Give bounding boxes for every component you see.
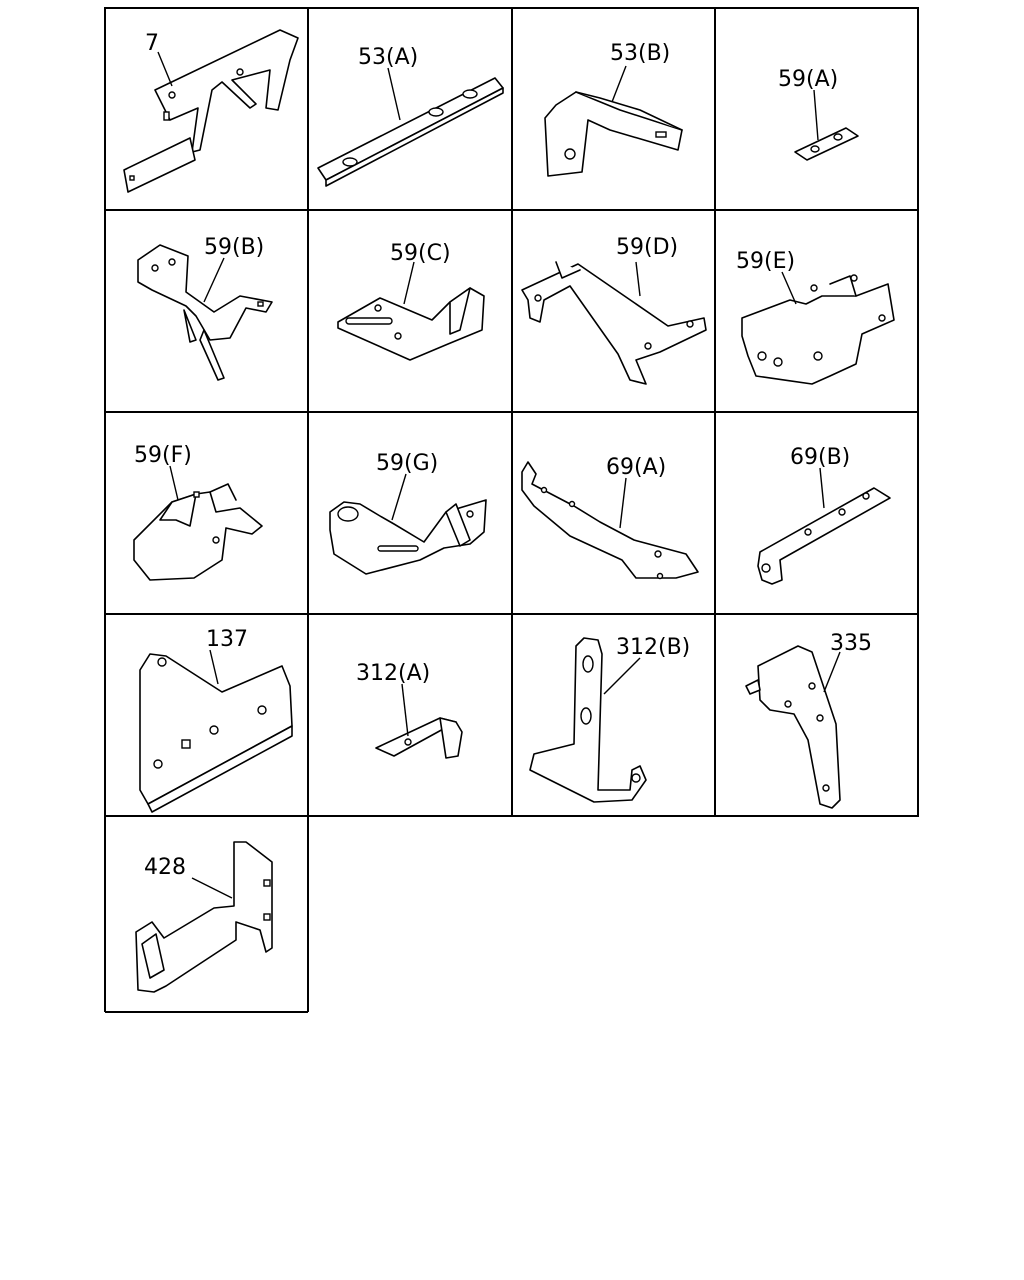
part-label: 53(B) [610, 41, 670, 66]
part-cell-59e: 59(E) [736, 249, 895, 385]
part-cell-7: 7 [123, 29, 299, 193]
part-label: 59(A) [778, 67, 838, 92]
grid-lines [104, 7, 919, 1013]
part-cell-335: 335 [745, 631, 872, 809]
part-cell-312a: 312(A) [356, 661, 463, 759]
part-cell-53b: 53(B) [544, 41, 683, 177]
bent-bracket-icon [544, 91, 683, 177]
part-label: 335 [830, 631, 872, 656]
part-label: 69(B) [790, 445, 850, 470]
part-cell-312b: 312(B) [529, 635, 690, 803]
part-label: 59(G) [376, 451, 438, 476]
bracket-59e-icon [741, 274, 895, 385]
part-cell-59a: 59(A) [778, 67, 859, 161]
part-label: 59(D) [616, 235, 678, 260]
part-label: 59(F) [134, 443, 192, 468]
slotted-bracket-icon [337, 287, 485, 361]
l-bracket-icon [375, 717, 463, 759]
bracket-7-icon [123, 29, 299, 193]
part-cell-428: 428 [135, 841, 273, 993]
part-cell-59b: 59(B) [137, 235, 273, 381]
clamp-bracket-icon [745, 645, 841, 809]
part-label: 59(C) [390, 241, 451, 266]
part-cell-59f: 59(F) [133, 443, 263, 581]
bracket-59b-icon [137, 244, 273, 381]
part-label: 53(A) [358, 45, 418, 70]
part-label: 59(E) [736, 249, 795, 274]
part-label: 59(B) [204, 235, 264, 260]
small-plate-icon [794, 127, 859, 161]
part-label: 428 [144, 855, 186, 880]
angled-bracket-icon [757, 487, 891, 585]
part-label: 312(B) [616, 635, 690, 660]
part-label: 137 [206, 627, 248, 652]
part-cell-53a: 53(A) [317, 45, 504, 187]
bracket-59f-icon [133, 483, 263, 581]
part-cell-59c: 59(C) [337, 241, 485, 361]
part-cell-69b: 69(B) [757, 445, 891, 585]
part-cell-69a: 69(A) [521, 455, 699, 580]
part-cell-59g: 59(G) [329, 451, 487, 575]
part-label: 312(A) [356, 661, 430, 686]
flat-plate-bracket-icon [317, 77, 504, 187]
plate-bracket-icon [139, 653, 293, 813]
frame-bracket-icon [135, 841, 273, 993]
long-stay-icon [521, 261, 707, 385]
part-label: 7 [145, 31, 159, 56]
upright-bracket-icon [529, 637, 647, 803]
part-cell-137: 137 [139, 627, 293, 813]
part-cell-59d: 59(D) [521, 235, 707, 385]
part-label: 69(A) [606, 455, 666, 480]
bracket-59g-icon [329, 499, 487, 575]
long-bracket-icon [521, 461, 699, 580]
